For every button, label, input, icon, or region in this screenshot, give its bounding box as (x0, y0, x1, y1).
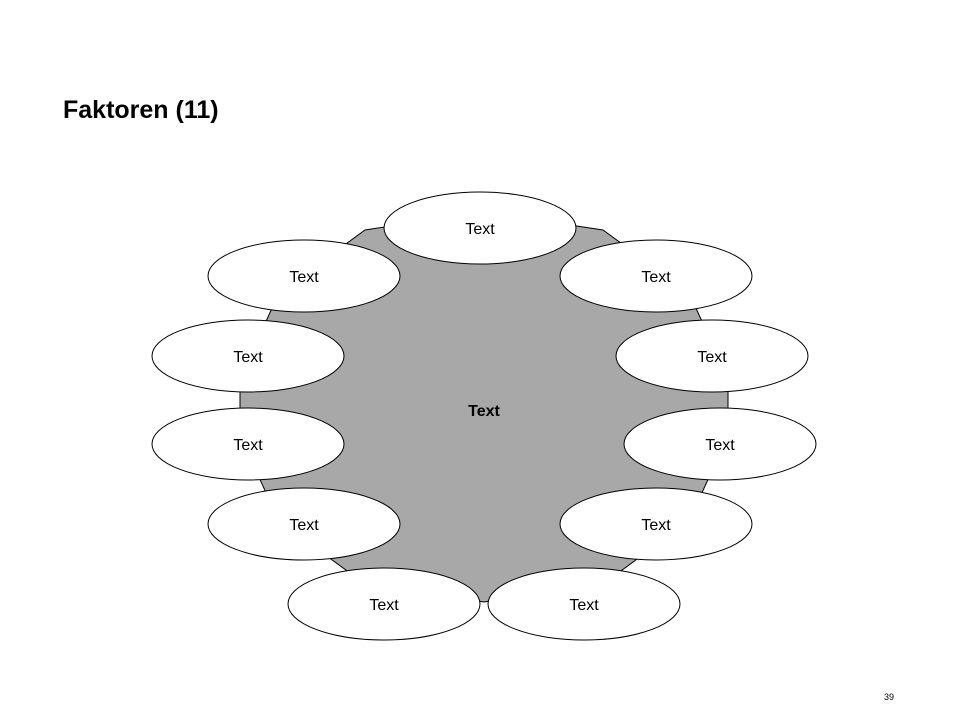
factor-1: Text (383, 191, 577, 265)
factor-ellipse (287, 567, 481, 641)
factor-label: Text (369, 597, 399, 614)
factor-ellipses: Text Text Text Text Text Text (151, 191, 817, 641)
factor-label: Text (641, 269, 671, 286)
factor-label: Text (465, 221, 495, 238)
factor-9: Text (559, 487, 753, 561)
factor-ellipse (559, 487, 753, 561)
factor-4: Text (151, 319, 345, 393)
factor-8: Text (207, 487, 401, 561)
factor-ellipse (615, 319, 809, 393)
factor-label: Text (233, 437, 263, 454)
factor-11: Text (487, 567, 681, 641)
factor-ellipse (151, 407, 345, 481)
factor-3: Text (559, 239, 753, 313)
factor-ellipse (207, 239, 401, 313)
factor-5: Text (615, 319, 809, 393)
factor-2: Text (207, 239, 401, 313)
factor-10: Text (287, 567, 481, 641)
factor-label: Text (697, 349, 727, 366)
factor-ellipse (487, 567, 681, 641)
page-number: 39 (884, 692, 895, 702)
factor-label: Text (233, 349, 263, 366)
factor-7: Text (623, 407, 817, 481)
factor-label: Text (289, 517, 319, 534)
center-label: Text (468, 403, 500, 420)
factor-label: Text (705, 437, 735, 454)
factor-ellipse (383, 191, 577, 265)
factor-ellipse (207, 487, 401, 561)
factor-label: Text (569, 597, 599, 614)
factor-label: Text (641, 517, 671, 534)
factor-ellipse (623, 407, 817, 481)
slide-title: Faktoren (11) (63, 96, 219, 124)
factor-label: Text (289, 269, 319, 286)
factor-ellipse (559, 239, 753, 313)
factor-ellipse (151, 319, 345, 393)
factor-6: Text (151, 407, 345, 481)
